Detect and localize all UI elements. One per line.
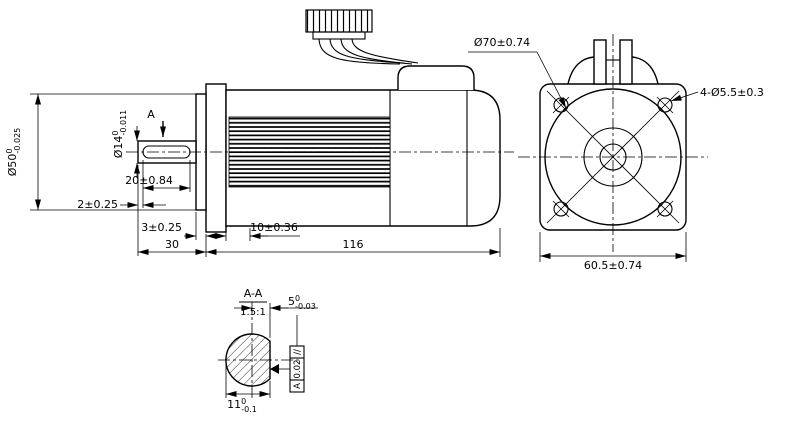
terminal-post-right bbox=[619, 39, 633, 85]
cable-collar-right bbox=[631, 56, 659, 85]
svg-text:116: 116 bbox=[343, 238, 364, 251]
dim-holes: 4-Ø5.5±0.3 bbox=[670, 86, 764, 102]
dim-2: 2±0.25 bbox=[77, 165, 166, 256]
mounting-hole bbox=[553, 201, 569, 217]
shaft bbox=[137, 140, 197, 164]
section-cut-mark: A bbox=[147, 108, 166, 137]
mounting-hole bbox=[657, 97, 673, 113]
connector bbox=[305, 9, 373, 33]
front-flange bbox=[205, 83, 227, 233]
svg-text:Ø140-0.011: Ø140-0.011 bbox=[111, 110, 128, 159]
dim-30: 30 bbox=[138, 238, 207, 257]
dim-60-5: 60.5±0.74 bbox=[539, 232, 687, 272]
cables bbox=[318, 38, 419, 65]
svg-text:20±0.84: 20±0.84 bbox=[125, 174, 173, 187]
side-view: A Ø500-0.025 Ø140-0.011 20±0.84 bbox=[5, 9, 514, 257]
svg-text:30: 30 bbox=[165, 238, 179, 251]
tolerance-frame: // 0.02 A bbox=[270, 315, 305, 393]
tolerance-datum: A bbox=[293, 383, 303, 389]
section-view: A-A 1.5:1 50-0.03 110-0.1 // 0.0 bbox=[218, 287, 318, 414]
dim-dia14: Ø140-0.011 bbox=[111, 110, 140, 178]
encoder-cover bbox=[397, 65, 475, 90]
svg-text:A-A: A-A bbox=[244, 287, 263, 300]
svg-text:50-0.03: 50-0.03 bbox=[288, 294, 316, 311]
svg-text:110-0.1: 110-0.1 bbox=[227, 397, 257, 414]
section-cut-label: A bbox=[147, 108, 155, 121]
section-title: A-A 1.5:1 bbox=[239, 287, 267, 318]
svg-text:Ø70±0.74: Ø70±0.74 bbox=[474, 36, 530, 49]
dim-dia50: Ø500-0.025 bbox=[5, 93, 196, 211]
svg-text:1.5:1: 1.5:1 bbox=[240, 307, 266, 318]
dim-3: 3±0.25 bbox=[141, 212, 226, 240]
dim-10: 10±0.36 bbox=[208, 221, 300, 241]
mounting-holes bbox=[552, 96, 674, 218]
mounting-hole bbox=[657, 201, 673, 217]
dim-20: 20±0.84 bbox=[125, 160, 191, 208]
svg-text:3±0.25: 3±0.25 bbox=[141, 221, 182, 234]
dim-dia70: Ø70±0.74 bbox=[468, 36, 567, 109]
svg-text:Ø500-0.025: Ø500-0.025 bbox=[5, 128, 22, 177]
front-view: Ø70±0.74 4-Ø5.5±0.3 60.5±0.74 bbox=[468, 34, 764, 272]
tolerance-value: 0.02 bbox=[293, 360, 303, 379]
tolerance-symbol: // bbox=[293, 349, 303, 355]
dim-11: 110-0.1 bbox=[225, 362, 271, 414]
svg-text:4-Ø5.5±0.3: 4-Ø5.5±0.3 bbox=[700, 86, 764, 99]
svg-text:10±0.36: 10±0.36 bbox=[250, 221, 298, 234]
cable-collar-left bbox=[567, 56, 595, 85]
terminal-post-left bbox=[593, 39, 607, 85]
dim-116: 116 bbox=[206, 228, 501, 257]
svg-text:60.5±0.74: 60.5±0.74 bbox=[584, 259, 642, 272]
dim-5: 50-0.03 bbox=[234, 294, 318, 338]
connector-base bbox=[312, 31, 366, 40]
datum-triangle bbox=[270, 364, 279, 374]
svg-text:2±0.25: 2±0.25 bbox=[77, 198, 118, 211]
